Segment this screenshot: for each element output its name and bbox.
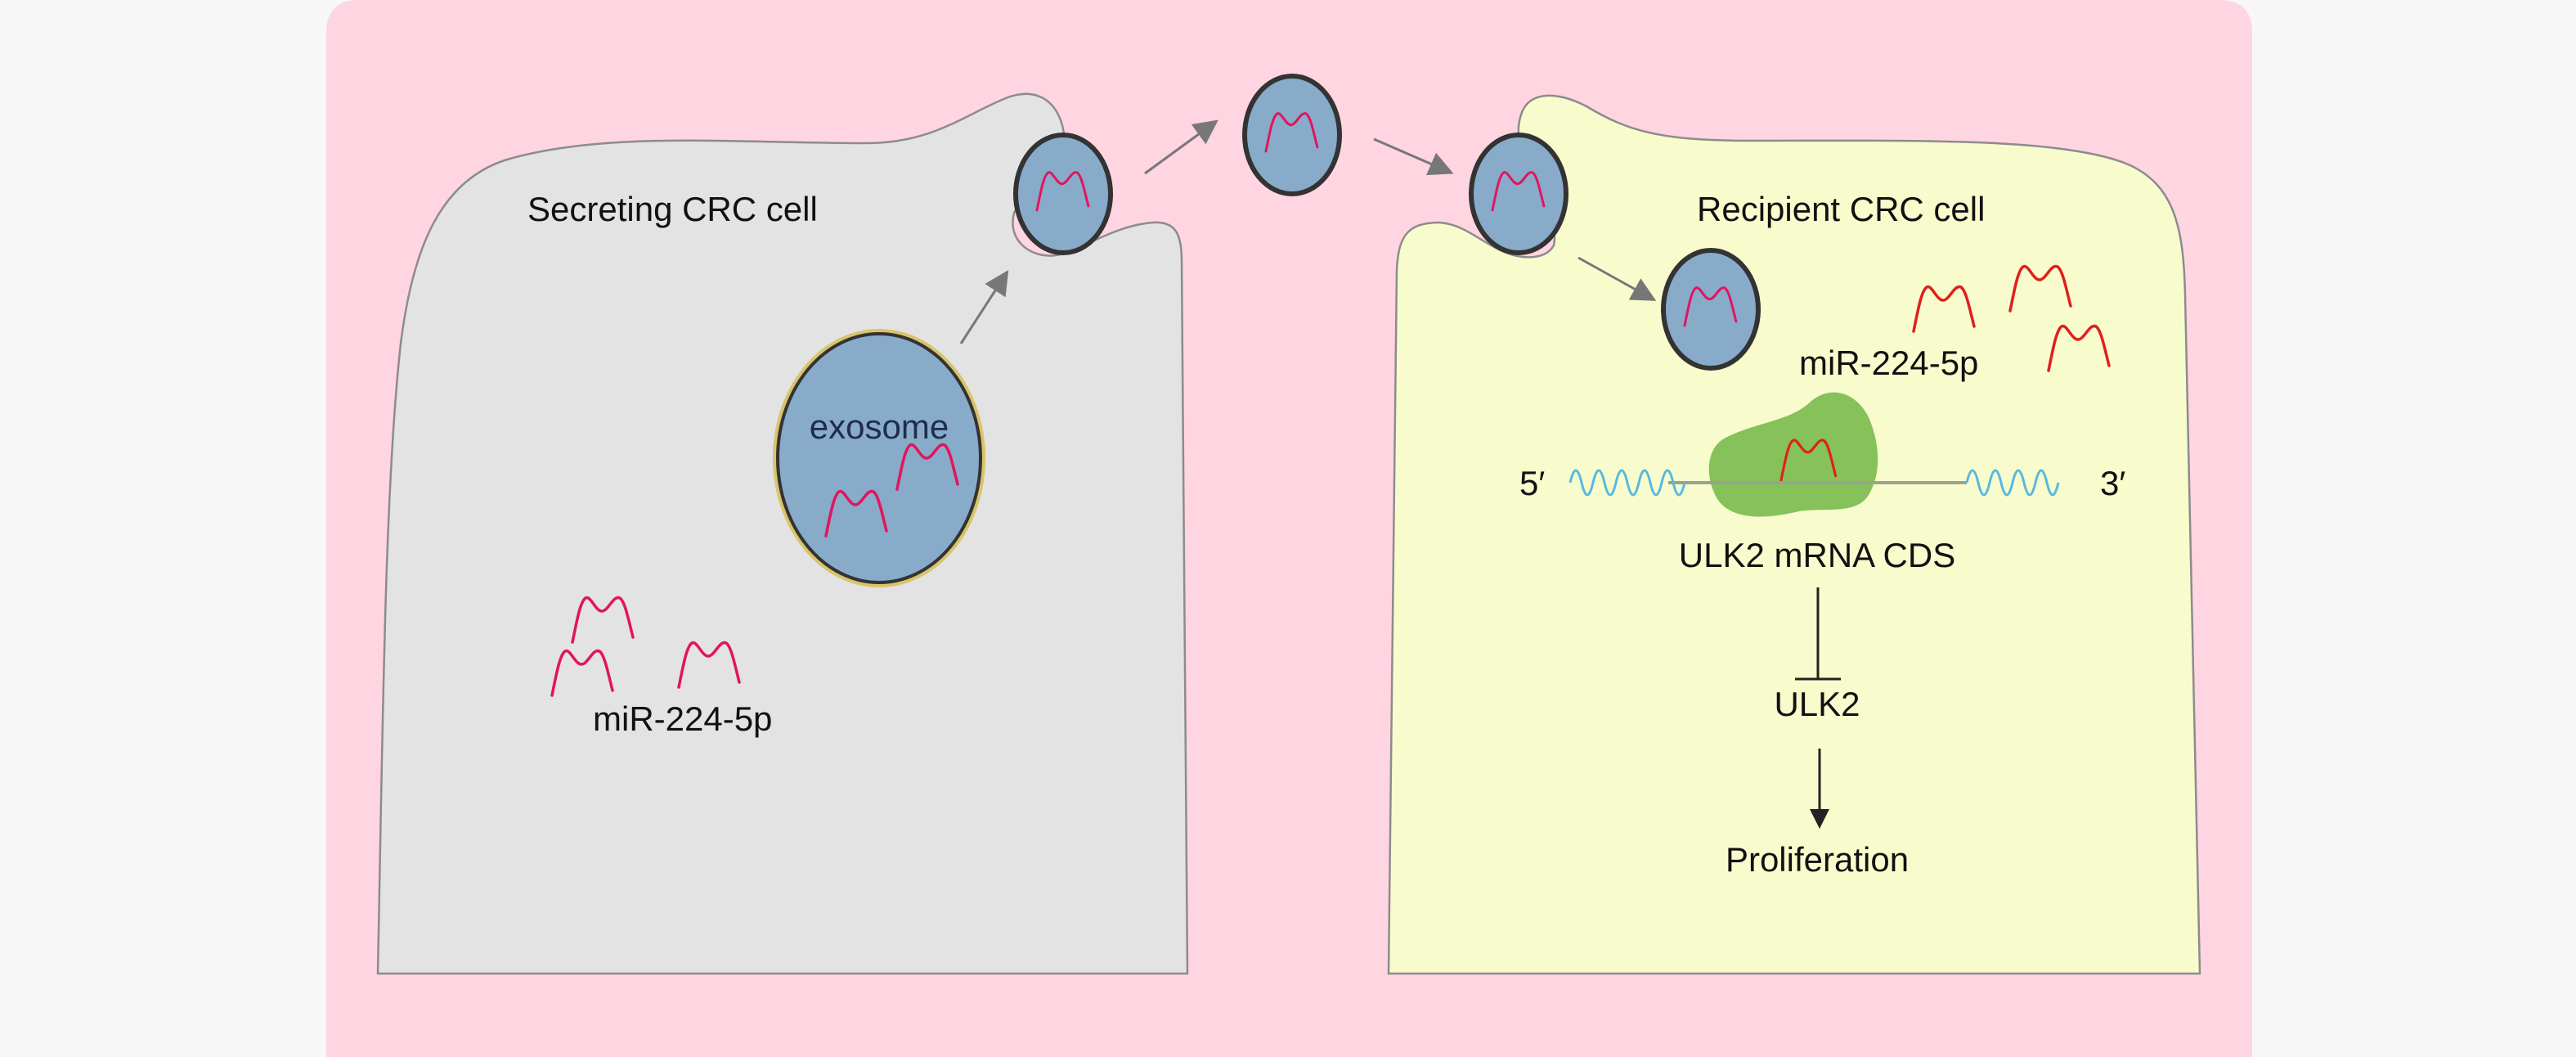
ulk2-label: ULK2 [1774,685,1860,723]
mirna-label-secreting: miR-224-5p [593,699,772,738]
secreting-cell-label: Secreting CRC cell [527,190,818,228]
mrna-3utr [1965,469,2060,497]
recipient-cell-label: Recipient CRC cell [1697,190,1985,228]
arrow-secretion [1144,119,1218,175]
exosome-label: exosome [810,407,949,446]
exosome-internalized [1661,248,1761,371]
exosome-uptake [1469,133,1568,255]
exosome-budding [1013,133,1113,255]
exosome-large [773,329,985,587]
three-prime-label: 3′ [2100,464,2125,502]
mrna-5utr [1568,469,1686,497]
arrow-travel [1373,137,1454,176]
mrna-label: ULK2 mRNA CDS [1679,536,1955,574]
arrow-internalization [1577,256,1657,301]
recipient-cell [1387,94,2201,975]
five-prime-label: 5′ [1519,464,1545,502]
proliferation-label: Proliferation [1726,840,1909,879]
exosome-extracellular [1242,74,1342,196]
ribosome-complex [1708,392,1878,517]
arrow-exosome-to-membrane [959,269,1009,344]
mirna-label-recipient: miR-224-5p [1799,344,1978,382]
mrna-strand [1568,469,2060,497]
